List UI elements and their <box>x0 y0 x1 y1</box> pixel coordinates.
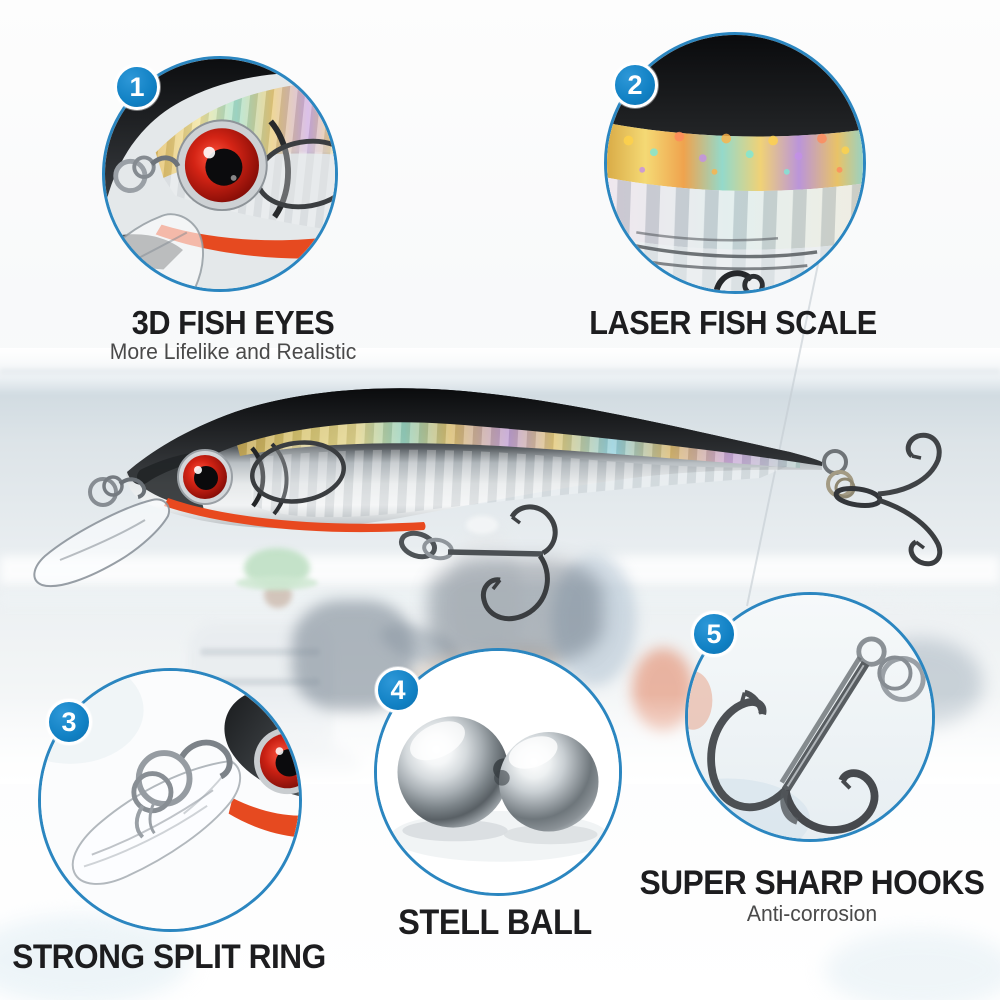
split-ring-closeup <box>131 739 233 839</box>
feature-badge-2: 2 <box>612 62 658 108</box>
gill-plate-lines <box>624 231 818 271</box>
badge-number: 2 <box>627 69 643 100</box>
diving-lip-closeup <box>71 759 242 885</box>
feature-badge-5: 5 <box>691 611 737 657</box>
badge-number: 4 <box>390 674 406 705</box>
background-standing-person-cap <box>466 516 498 534</box>
background-green-hat-brim <box>236 576 318 590</box>
big-3d-eye <box>176 119 268 212</box>
badge-number: 3 <box>61 706 77 737</box>
badge-number: 5 <box>706 618 722 649</box>
feature-subtitle-hooks: Anti-corrosion <box>746 901 878 926</box>
steel-ball-right <box>494 731 599 832</box>
treble-hook-closeup <box>707 636 926 834</box>
background-dark-gear <box>428 558 603 663</box>
feature-title-steel-ball: STELL BALL <box>398 903 592 942</box>
fish-head-eye-photo <box>105 59 335 289</box>
feature-badge-3: 3 <box>46 699 92 745</box>
feature-title-scale: LASER FISH SCALE <box>589 304 877 341</box>
feature-circle-eyes <box>102 56 338 292</box>
feature-title-split-ring: STRONG SPLIT RING <box>12 938 326 976</box>
feature-badge-1: 1 <box>114 64 160 110</box>
bottom-right-water-wash <box>825 930 1000 1000</box>
background-chair-slat <box>200 648 320 656</box>
feature-badge-4: 4 <box>375 667 421 713</box>
feature-subtitle-eyes: More Lifelike and Realistic <box>109 339 357 364</box>
feature-title-hooks: SUPER SHARP HOOKS <box>639 864 985 902</box>
band-top-fade <box>0 348 1000 392</box>
feature-title-eyes: 3D FISH EYES <box>131 304 335 341</box>
holo-sparkles <box>623 131 850 175</box>
badge-number: 1 <box>129 71 145 102</box>
